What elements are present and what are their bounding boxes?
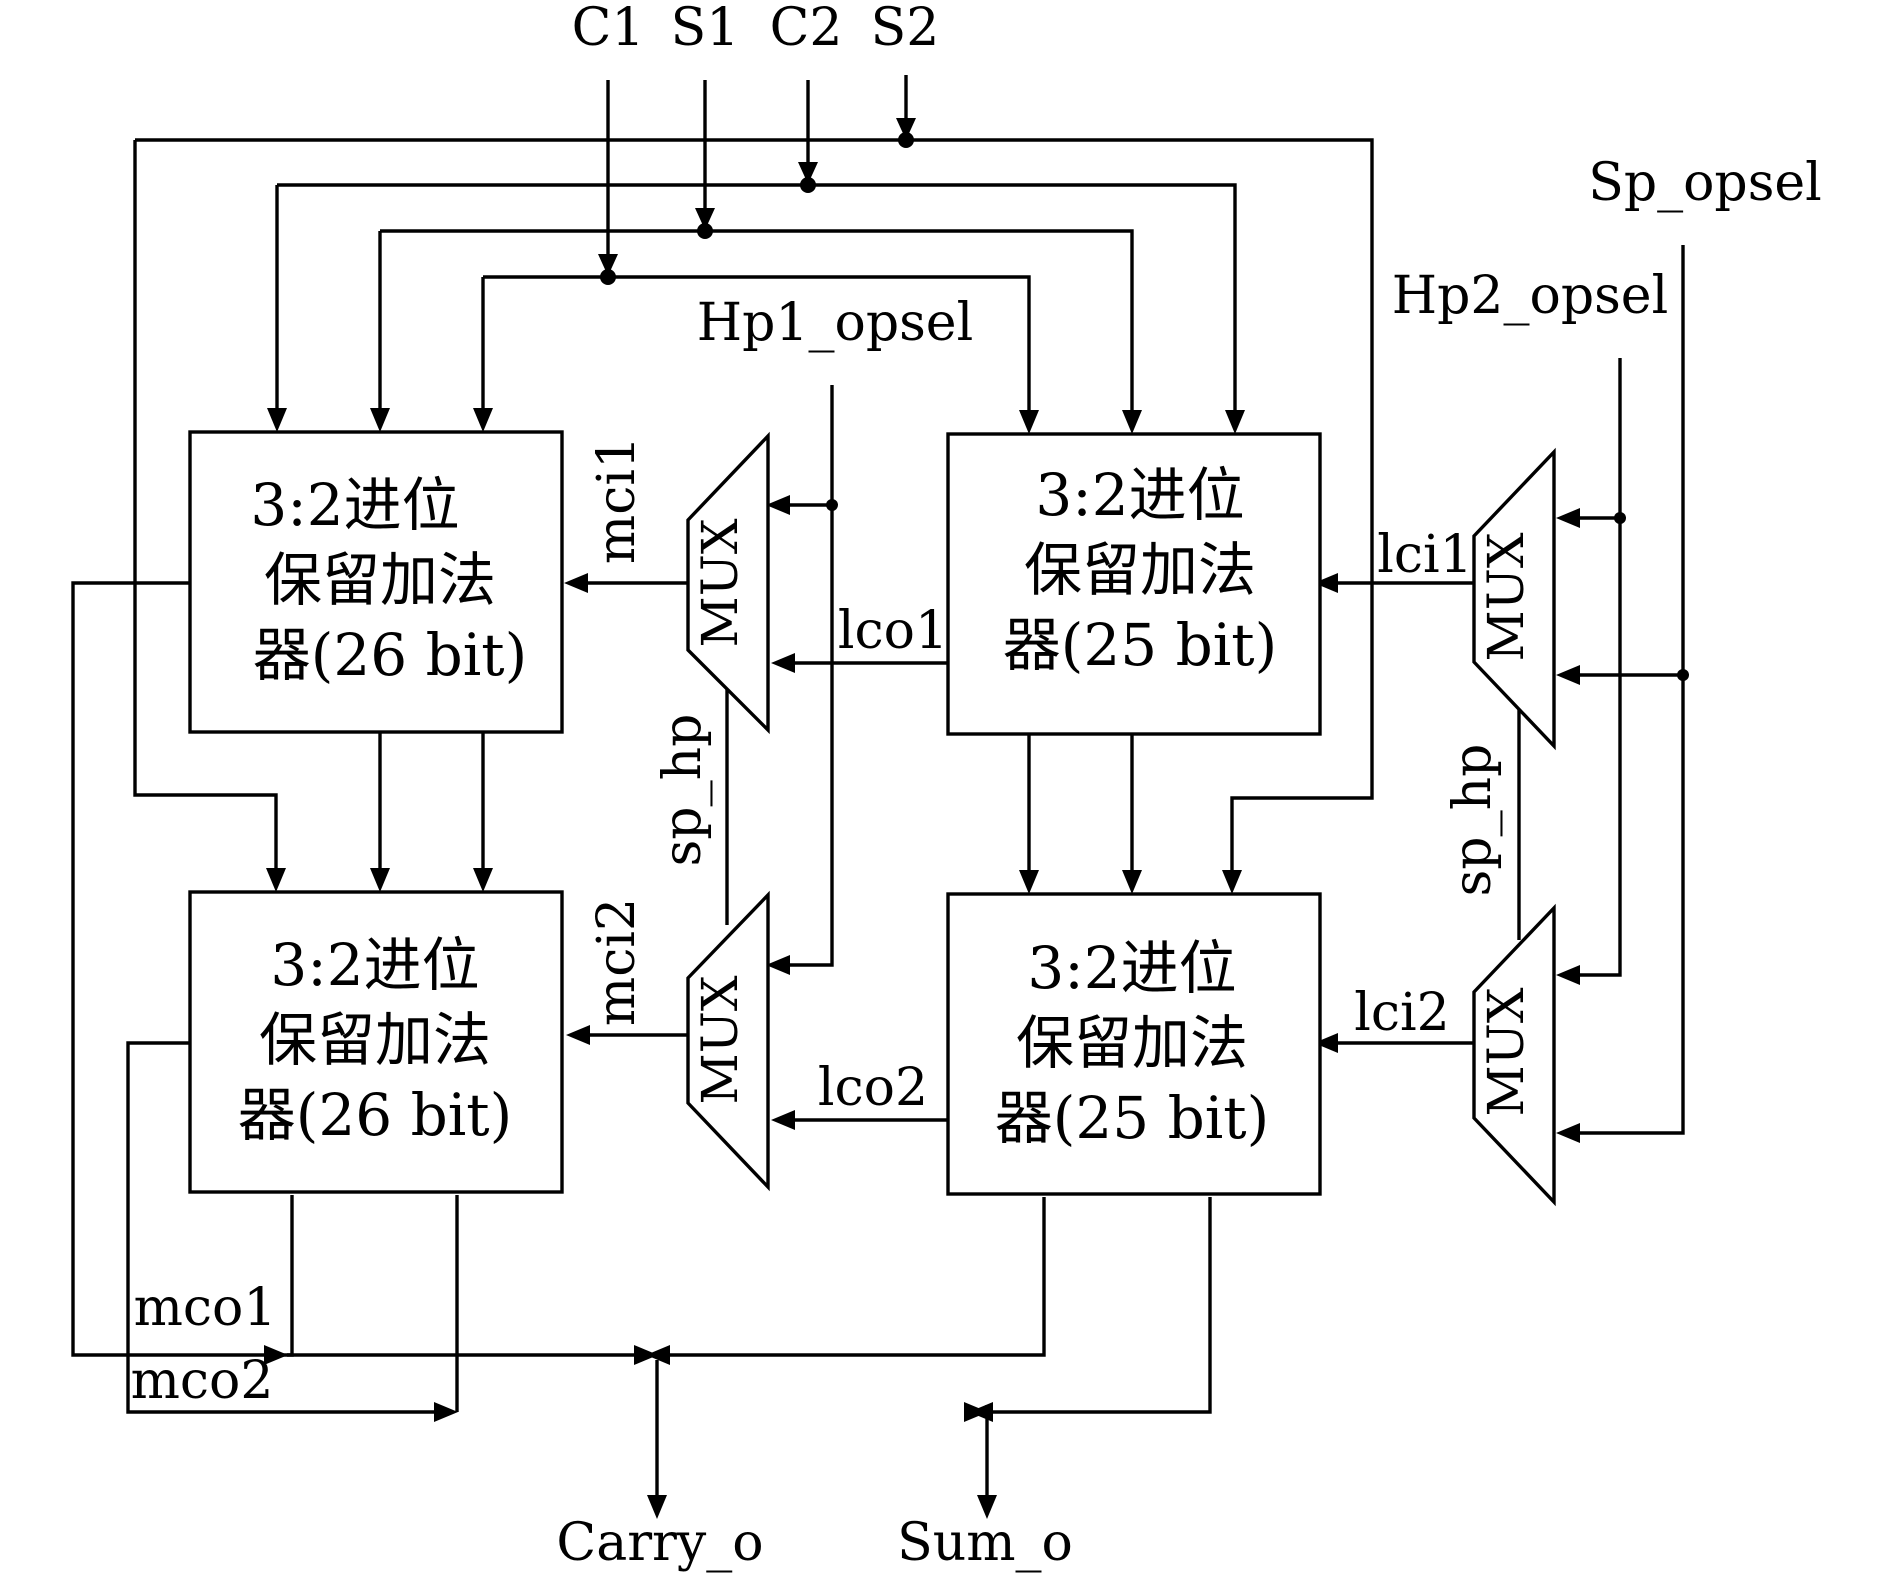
label-c1: C1 [572, 0, 645, 58]
label-mci2: mci2 [587, 898, 647, 1026]
label-lci2: lci2 [1354, 983, 1449, 1043]
arrow-s1-in [695, 208, 715, 230]
adder-top-left: 3:2进位 保留加法 器(26 bit) [188, 430, 564, 734]
adder-top-right-line2: 保留加法 [1024, 536, 1256, 604]
label-mco1: mco1 [134, 1278, 277, 1338]
wires [71, 75, 1685, 1505]
adder-top-right-line3: 器(25 bit) [1003, 611, 1277, 679]
mux-bottom-right-label: MUX [1477, 987, 1535, 1116]
arrow-s2-in [896, 118, 916, 140]
arrowheads [264, 118, 1580, 1519]
adder-bottom-left: 3:2进位 保留加法 器(26 bit) [188, 890, 564, 1194]
adder-top-left-line1: 3:2进位 [250, 471, 459, 539]
mux-bottom-left: MUX [686, 890, 770, 1192]
label-sp-hp-right: sp_hp [1443, 744, 1503, 897]
label-hp2-opsel: Hp2_opsel [1392, 266, 1668, 326]
adder-bottom-left-line1: 3:2进位 [270, 931, 479, 999]
adder-bottom-right: 3:2进位 保留加法 器(25 bit) [946, 892, 1322, 1196]
adder-bottom-left-line3: 器(26 bit) [238, 1081, 512, 1149]
adder-top-left-line2: 保留加法 [264, 546, 496, 614]
label-lco2: lco2 [818, 1058, 928, 1118]
label-lci1: lci1 [1377, 525, 1472, 585]
label-c2: C2 [770, 0, 843, 58]
label-lco1: lco1 [838, 601, 948, 661]
label-sp-opsel: Sp_opsel [1588, 153, 1822, 213]
output-labels: Carry_o Sum_o [556, 1513, 1072, 1573]
label-mci1: mci1 [587, 436, 647, 564]
signal-labels: mci1 mci2 lco1 lco2 lci1 lci2 sp_hp sp_h… [131, 436, 1503, 1411]
label-sum-o: Sum_o [897, 1513, 1073, 1573]
adder-top-right-line1: 3:2进位 [1035, 461, 1244, 529]
junction-dots [600, 132, 1689, 681]
adder-bottom-right-line2: 保留加法 [1016, 1009, 1248, 1077]
label-carry-o: Carry_o [556, 1513, 763, 1573]
input-labels: C1 S1 C2 S2 Sp_opsel Hp1_opsel Hp2_opsel [572, 0, 1822, 353]
mux-bottom-left-label: MUX [691, 975, 749, 1104]
arrow-carry-out [647, 1495, 667, 1519]
adder-bottom-left-line2: 保留加法 [259, 1006, 491, 1074]
label-mco2: mco2 [131, 1351, 274, 1411]
arrow-sum-out [977, 1495, 997, 1519]
adder-top-left-line3: 器(26 bit) [253, 621, 527, 689]
adder-bottom-right-line3: 器(25 bit) [995, 1084, 1269, 1152]
arrow-c1-in [598, 254, 618, 276]
mux-top-right: MUX [1472, 447, 1556, 751]
adder-bottom-right-line1: 3:2进位 [1027, 934, 1236, 1002]
label-s2: S2 [871, 0, 940, 58]
label-s1: S1 [671, 0, 740, 58]
mux-top-right-label: MUX [1477, 532, 1535, 661]
mux-bottom-right: MUX [1472, 903, 1556, 1207]
label-sp-hp-left: sp_hp [653, 714, 713, 867]
label-hp1-opsel: Hp1_opsel [697, 293, 973, 353]
mux-top-left: MUX [686, 431, 770, 735]
arrow-c2-in [798, 162, 818, 184]
adder-top-right: 3:2进位 保留加法 器(25 bit) [946, 432, 1322, 736]
mux-top-left-label: MUX [691, 518, 749, 647]
